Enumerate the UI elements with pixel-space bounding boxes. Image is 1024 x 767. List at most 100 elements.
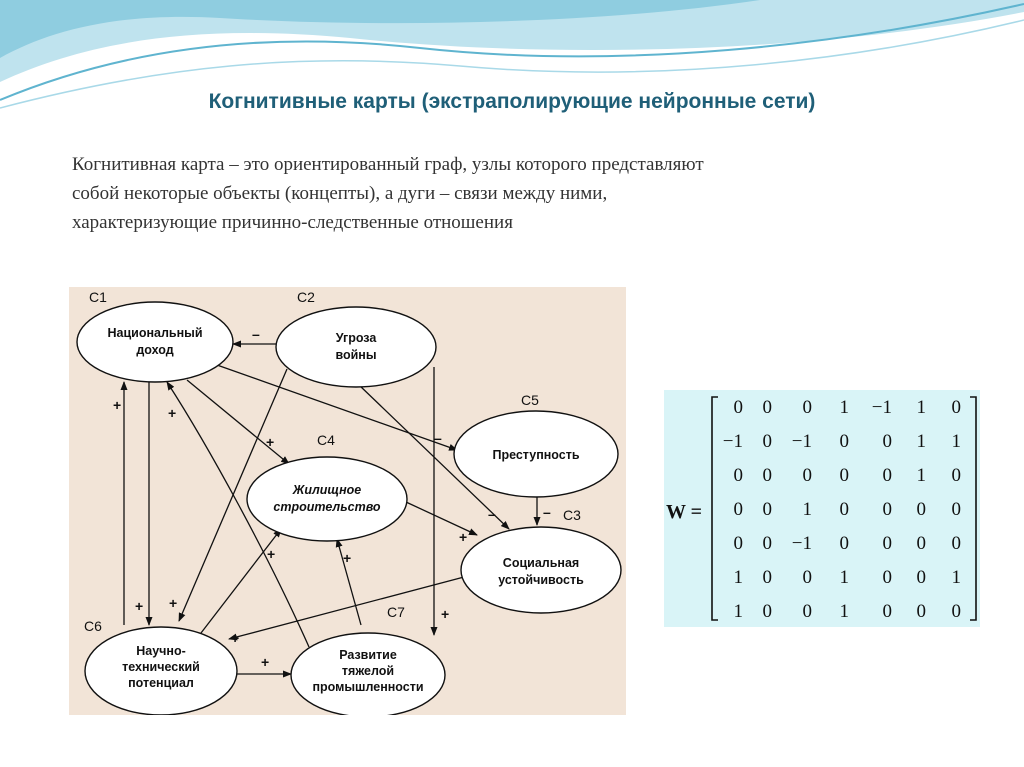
node-c2-label-line-2: войны <box>335 348 376 362</box>
matrix-cell-r2-c1: −1 <box>723 431 743 452</box>
node-c7-label-line-2: тяжелой <box>342 664 394 678</box>
sign-c1-c4: + <box>266 434 274 450</box>
node-c3-code: C3 <box>563 507 581 523</box>
matrix-cell-r7-c5: 0 <box>883 601 893 622</box>
matrix-label: W = <box>666 501 702 523</box>
matrix-cell-r7-c3: 0 <box>803 601 813 622</box>
matrix-cell-r2-c6: 1 <box>917 431 927 452</box>
node-c2: Угроза войны <box>275 306 437 388</box>
matrix-cell-r5-c3: −1 <box>792 533 812 554</box>
sign-c2-c6: + <box>169 595 177 611</box>
matrix-cell-r5-c2: 0 <box>763 533 773 554</box>
node-c6-label-line-2: технический <box>122 660 200 674</box>
cognitive-map-diagram: Национальный доход C1 Угроза войны C2 Пр… <box>69 287 626 715</box>
node-c3-label-line-2: устойчивость <box>498 573 584 587</box>
slide-title: Когнитивные карты (экстраполирующие нейр… <box>208 90 816 113</box>
matrix-cell-r2-c3: −1 <box>792 431 812 452</box>
matrix-cell-r1-c1: 0 <box>734 397 744 418</box>
matrix-cell-r4-c6: 0 <box>917 499 927 520</box>
node-c1: Национальный доход <box>76 301 234 383</box>
matrix-cell-r6-c6: 0 <box>917 567 927 588</box>
sign-c1-c6: + <box>135 598 143 614</box>
matrix-cell-r5-c5: 0 <box>883 533 893 554</box>
matrix-cell-r5-c6: 0 <box>917 533 927 554</box>
matrix-cell-r5-c7: 0 <box>952 533 962 554</box>
edge-c3-c6 <box>228 576 465 641</box>
edge-c2-c3 <box>358 384 510 530</box>
matrix-cell-r1-c5: −1 <box>872 397 892 418</box>
node-c6-label-line-3: потенциал <box>128 676 194 690</box>
sign-c6-c4: + <box>267 546 275 562</box>
matrix-cell-r2-c7: 1 <box>952 431 962 452</box>
node-c7: Развитие тяжелой промышленности <box>290 632 446 715</box>
matrix-cell-r4-c1: 0 <box>734 499 744 520</box>
sign-c2-c1: – <box>252 326 260 342</box>
node-c1-code: C1 <box>89 289 107 305</box>
node-c6-code: C6 <box>84 618 102 634</box>
matrix-cell-r1-c2: 0 <box>763 397 773 418</box>
node-c2-code: C2 <box>297 289 315 305</box>
sign-c6-c1: + <box>113 397 121 413</box>
edge-c7-c1 <box>166 381 310 648</box>
matrix-cell-r6-c4: 1 <box>840 567 850 588</box>
matrix-right-bracket <box>970 396 977 621</box>
matrix-cell-r4-c7: 0 <box>952 499 962 520</box>
sign-c5-c3: – <box>543 504 551 520</box>
node-c5: Преступность <box>453 410 619 498</box>
matrix-cell-r3-c1: 0 <box>734 465 744 486</box>
sign-c7-c1: + <box>168 405 176 421</box>
matrix-cell-r5-c1: 0 <box>734 533 744 554</box>
matrix-cell-r3-c5: 0 <box>883 465 893 486</box>
node-c3: Социальная устойчивость <box>460 526 622 614</box>
edge-c4-c3 <box>405 501 478 536</box>
node-c5-label-line-1: Преступность <box>492 448 579 462</box>
matrix-cell-r4-c3: 1 <box>803 499 813 520</box>
definition-line-3: характеризующие причинно-следственные от… <box>72 212 513 233</box>
node-c4-label-line-2: строительство <box>273 500 381 514</box>
matrix-cell-r7-c4: 1 <box>840 601 850 622</box>
matrix-cell-r7-c1: 1 <box>734 601 744 622</box>
matrix-cell-r3-c4: 0 <box>840 465 850 486</box>
matrix-cell-r4-c5: 0 <box>883 499 893 520</box>
sign-c7-c4: + <box>343 550 351 566</box>
matrix-cell-r2-c2: 0 <box>763 431 773 452</box>
matrix-cell-r3-c2: 0 <box>763 465 773 486</box>
matrix-cell-r6-c2: 0 <box>763 567 773 588</box>
node-c7-code: C7 <box>387 604 405 620</box>
sign-c4-c3: + <box>459 529 467 545</box>
node-c6: Научно- технический потенциал <box>84 626 238 715</box>
node-c4: Жилищное строительство <box>246 456 408 542</box>
edge-c1-c5 <box>216 364 458 451</box>
matrix-cell-r6-c5: 0 <box>883 567 893 588</box>
matrix-cell-r1-c3: 0 <box>803 397 813 418</box>
matrix-cell-r6-c1: 1 <box>734 567 744 588</box>
matrix-cell-r7-c2: 0 <box>763 601 773 622</box>
definition-text: Когнитивная карта – это ориентированный … <box>72 150 952 237</box>
definition-line-2: собой некоторые объекты (концепты), а ду… <box>72 183 608 204</box>
matrix-cell-r1-c6: 1 <box>917 397 927 418</box>
edge-c6-c4 <box>200 528 282 634</box>
node-c4-label-line-1: Жилищное <box>292 483 362 497</box>
matrix-cell-r6-c7: 1 <box>952 567 962 588</box>
matrix-cell-r2-c5: 0 <box>883 431 893 452</box>
matrix-cell-r7-c7: 0 <box>952 601 962 622</box>
matrix-cell-r4-c2: 0 <box>763 499 773 520</box>
sign-c2-c3: – <box>488 506 496 522</box>
matrix-cell-r1-c7: 0 <box>952 397 962 418</box>
sign-c1-c5: – <box>434 430 442 446</box>
matrix-cell-r1-c4: 1 <box>840 397 850 418</box>
sign-c6-c7: + <box>261 654 269 670</box>
matrix-cell-r2-c4: 0 <box>840 431 850 452</box>
definition-line-1: Когнитивная карта – это ориентированный … <box>72 154 704 175</box>
node-c3-label-line-1: Социальная <box>503 556 579 570</box>
node-c4-code: C4 <box>317 432 335 448</box>
node-c1-label-line-1: Национальный <box>107 326 202 340</box>
header-waves <box>0 0 1024 109</box>
matrix-cell-r6-c3: 0 <box>803 567 813 588</box>
node-c7-label-line-3: промышленности <box>312 680 423 694</box>
matrix-cell-r7-c6: 0 <box>917 601 927 622</box>
node-c6-label-line-1: Научно- <box>136 644 186 658</box>
node-c2-label-line-1: Угроза <box>336 331 378 345</box>
sign-c3-c6: + <box>231 630 239 646</box>
